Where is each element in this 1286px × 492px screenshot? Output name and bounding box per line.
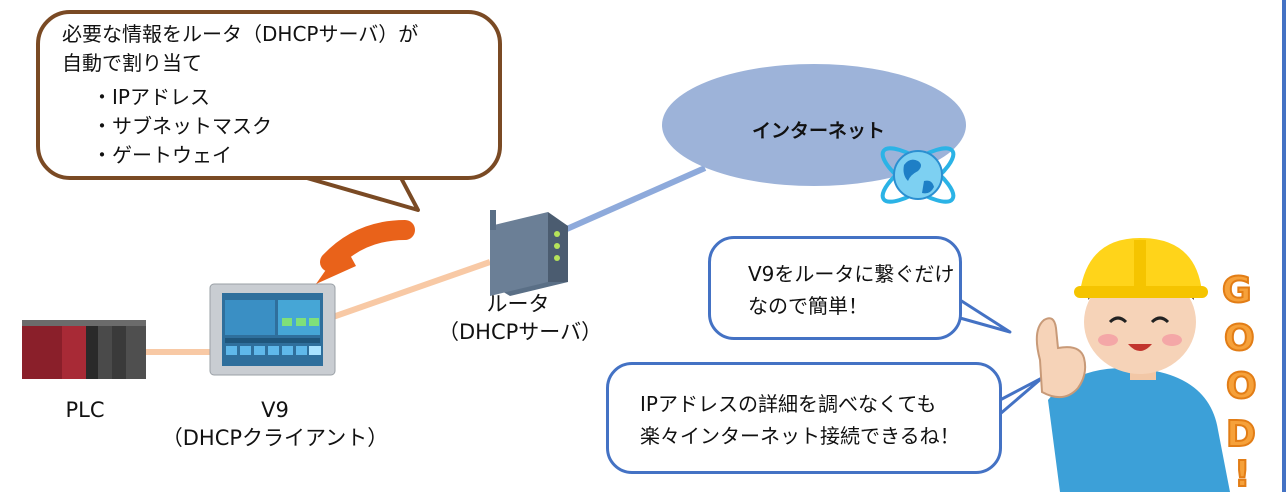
router-label-line2: （DHCPサーバ） bbox=[438, 320, 603, 344]
info-bubble-title: 必要な情報をルータ（DHCPサーバ）が 自動で割り当て bbox=[62, 20, 418, 78]
router-label-line1: ルータ bbox=[486, 292, 550, 316]
info-item-subnet-mask: ・サブネットマスク bbox=[92, 114, 272, 138]
good-lettering: G O O D ! bbox=[1221, 269, 1258, 492]
router-internet-cable bbox=[558, 165, 707, 235]
router-icon bbox=[490, 210, 568, 296]
svg-text:G: G bbox=[1222, 270, 1252, 311]
assign-arrow-icon bbox=[316, 220, 415, 284]
speech-bubble-1-text: V9をルータに繋ぐだけ なので簡単！ bbox=[748, 258, 954, 322]
internet-label: インターネット bbox=[752, 120, 886, 142]
info-bubble bbox=[36, 10, 502, 180]
speech1-line2: なので簡単！ bbox=[748, 294, 868, 318]
speech1-tail bbox=[958, 298, 1012, 334]
speech-bubble-2 bbox=[606, 362, 1002, 474]
v9-label-line2: （DHCPクライアント） bbox=[161, 426, 389, 450]
svg-text:O: O bbox=[1224, 318, 1255, 359]
v9-hmi-icon bbox=[209, 283, 336, 376]
v9-label-line1: V9 bbox=[261, 398, 289, 422]
v9-router-cable bbox=[329, 259, 491, 321]
info-item-ip-address: ・IPアドレス bbox=[92, 85, 210, 109]
speech-bubble-1 bbox=[708, 236, 962, 340]
right-border bbox=[1282, 0, 1286, 492]
worker-character bbox=[1035, 238, 1230, 492]
svg-text:!: ! bbox=[1234, 454, 1250, 492]
v9-label: V9 （DHCPクライアント） bbox=[160, 396, 390, 452]
svg-text:O: O bbox=[1226, 366, 1257, 407]
plc-label: PLC bbox=[65, 398, 105, 422]
internet-cloud bbox=[662, 64, 966, 186]
speech2-tail bbox=[998, 376, 1044, 416]
info-title-line2: 自動で割り当て bbox=[62, 51, 202, 75]
speech1-line1: V9をルータに繋ぐだけ bbox=[748, 262, 955, 286]
speech2-line2: 楽々インターネット接続できるね！ bbox=[640, 424, 960, 448]
info-bubble-list: ・IPアドレス ・サブネットマスク ・ゲートウェイ bbox=[92, 83, 272, 170]
globe-icon bbox=[880, 146, 956, 204]
info-title-line1: 必要な情報をルータ（DHCPサーバ）が bbox=[62, 22, 419, 46]
info-item-gateway: ・ゲートウェイ bbox=[92, 143, 232, 167]
svg-text:D: D bbox=[1226, 414, 1256, 455]
router-label: ルータ （DHCPサーバ） bbox=[438, 290, 603, 346]
speech2-line1: IPアドレスの詳細を調べなくても bbox=[640, 392, 937, 416]
plc-icon bbox=[22, 320, 146, 379]
speech-bubble-2-text: IPアドレスの詳細を調べなくても 楽々インターネット接続できるね！ bbox=[640, 388, 960, 452]
info-bubble-tail bbox=[298, 174, 420, 212]
